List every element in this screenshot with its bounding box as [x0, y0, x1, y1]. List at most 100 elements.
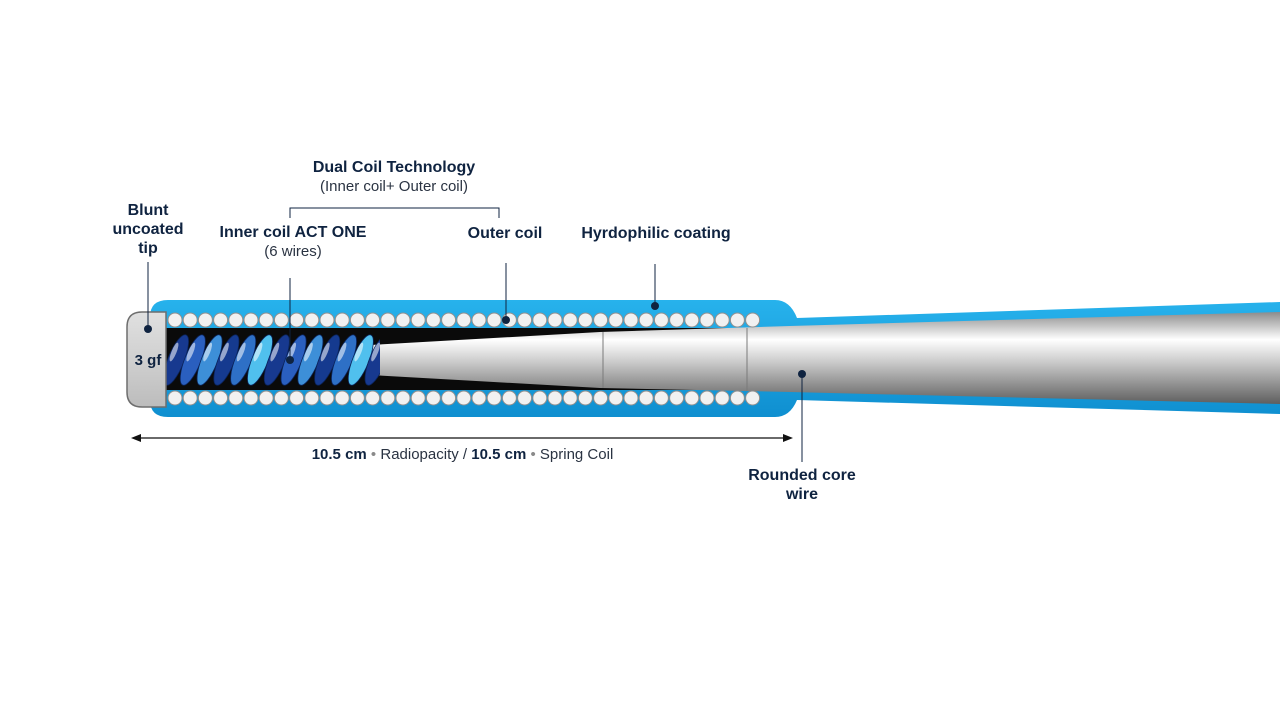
inner-coil-highlight — [354, 342, 364, 362]
length-arrow — [131, 434, 793, 442]
outer-coil-loop — [562, 390, 578, 406]
outer-coil-loop — [638, 312, 654, 328]
inner-coil-wire — [364, 334, 380, 386]
outer-coil-loop — [471, 312, 487, 328]
outer-coil-loop — [653, 390, 669, 406]
inner-coil-highlight — [203, 342, 213, 362]
outer-coil-loop — [577, 312, 593, 328]
outer-coil-loop — [334, 312, 350, 328]
blunt-tip — [126, 311, 167, 408]
rounded-core-dot — [798, 370, 806, 378]
blunt-tip-line3: tip — [138, 240, 158, 257]
outer-coil-loop — [669, 390, 685, 406]
outer-coil-loop — [532, 312, 548, 328]
tip-force-label: 3 gf — [134, 352, 162, 369]
outer-coil-loop — [380, 312, 396, 328]
outer-coil-bottom-row — [167, 390, 761, 406]
leader-lines — [147, 207, 803, 462]
inner-coil-highlight — [270, 342, 280, 362]
radiopacity-length: 10.5 cm — [311, 446, 367, 463]
outer-coil-loop — [410, 390, 426, 406]
inner-coil-label: Inner coil ACT ONE — [203, 223, 383, 242]
hydrophilic-dot — [651, 302, 659, 310]
outer-coil-loop — [182, 312, 198, 328]
outer-coil-loop — [228, 390, 244, 406]
outer-coil-loop — [182, 390, 198, 406]
blunt-tip-line2: uncoated — [112, 221, 184, 238]
outer-coil-loop — [304, 312, 320, 328]
outer-coil-loop — [501, 390, 517, 406]
outer-coil-loop — [425, 312, 441, 328]
outer-coil-loop — [517, 390, 533, 406]
outer-coil-loop — [638, 390, 654, 406]
outer-coil-loop — [319, 312, 335, 328]
blunt-tip-line1: Blunt — [127, 202, 169, 219]
outer-coil-loop — [471, 390, 487, 406]
outer-coil-loop — [228, 312, 244, 328]
outer-coil-loop — [714, 312, 730, 328]
outer-coil-loop — [243, 312, 259, 328]
outer-coil-label: Outer coil — [467, 225, 543, 242]
separator-dot: • — [370, 446, 377, 463]
outer-coil-loop — [349, 312, 365, 328]
outer-coil-loop — [547, 312, 563, 328]
rounded-core-line1: Rounded core — [748, 467, 856, 484]
dual-coil-label: Dual Coil Technology (Inner coil+ Outer … — [294, 158, 494, 196]
outer-coil-loop — [167, 390, 183, 406]
outer-coil-loop — [197, 312, 213, 328]
dual-coil-bracket — [289, 207, 500, 218]
outer-coil-loop — [684, 390, 700, 406]
inner-coil-highlight — [303, 342, 313, 362]
inner-coil-highlight — [186, 342, 196, 362]
outer-coil-dot — [502, 316, 510, 324]
inner-coil-highlight — [253, 342, 263, 362]
inner-coil — [165, 334, 380, 386]
blunt-tip-label: Blunt uncoated tip — [103, 201, 193, 258]
outer-coil-loop — [395, 312, 411, 328]
outer-coil-loop — [699, 390, 715, 406]
radiopacity-label: Radiopacity / — [380, 446, 468, 463]
outer-coil-loop — [273, 312, 289, 328]
outer-coil-loop — [577, 390, 593, 406]
rounded-core-label: Rounded core wire — [737, 466, 867, 504]
outer-coil-loop — [486, 390, 502, 406]
inner-coil-sub-label: (6 wires) — [233, 242, 353, 261]
outer-coil-loop — [623, 312, 639, 328]
inner-coil-subtitle: (6 wires) — [264, 243, 322, 260]
outer-coil-loop — [729, 312, 745, 328]
outer-coil-loop — [258, 312, 274, 328]
leader-dots — [144, 302, 806, 378]
outer-coil-loop — [243, 390, 259, 406]
outer-coil-loop — [213, 390, 229, 406]
outer-coil-loop — [593, 390, 609, 406]
outer-coil-loop — [410, 312, 426, 328]
outer-coil-loop — [547, 390, 563, 406]
inner-coil-highlight — [320, 342, 330, 362]
outer-coil-loop — [273, 390, 289, 406]
inner-coil-highlight — [337, 342, 347, 362]
inner-coil-highlight — [219, 342, 229, 362]
core-wire — [370, 312, 1280, 404]
hydrophilic-coating-label: Hyrdophilic coating — [581, 225, 731, 242]
outer-coil-loop — [729, 390, 745, 406]
outer-coil-loop — [289, 312, 305, 328]
outer-coil-loop — [441, 312, 457, 328]
outer-coil-loop — [334, 390, 350, 406]
outer-coil-loop — [684, 312, 700, 328]
inner-coil-dot — [286, 356, 294, 364]
outer-coil-loop — [197, 390, 213, 406]
outer-coil-loop — [486, 312, 502, 328]
outer-coil-loop — [745, 312, 761, 328]
outer-coil-loop — [623, 390, 639, 406]
outer-coil-loop — [653, 312, 669, 328]
outer-coil-loop — [608, 390, 624, 406]
outer-coil-loop — [745, 390, 761, 406]
rounded-core-line2: wire — [785, 486, 818, 503]
outer-coil-loop — [304, 390, 320, 406]
outer-coil-loop — [517, 312, 533, 328]
outer-coil-loop — [319, 390, 335, 406]
outer-coil-loop — [213, 312, 229, 328]
inner-coil-highlight — [169, 342, 179, 362]
outer-coil-loop — [349, 390, 365, 406]
